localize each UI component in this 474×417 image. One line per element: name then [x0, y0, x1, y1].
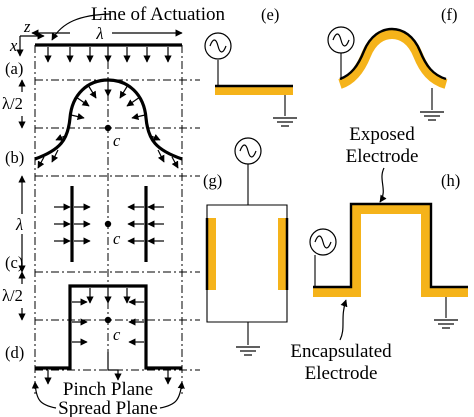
panel-d-label: (d): [5, 343, 24, 362]
ac-source-icon: [204, 32, 232, 60]
spread-plane-arrow-right: [159, 381, 185, 409]
tophat-electrode: [313, 204, 468, 297]
ac-source-icon: [234, 137, 262, 165]
encapsulated-arrow: [339, 299, 348, 341]
ground-icon: [272, 117, 298, 127]
left-electrode-plate: [207, 218, 216, 290]
lambda-c-label: λ: [15, 215, 23, 234]
exposed-arrow: [379, 167, 387, 203]
spread-plane-label: Spread Plane: [58, 398, 158, 417]
lambda-top-label: λ: [95, 24, 103, 43]
left-panel: Line of Actuation z x λ: [2, 4, 225, 417]
panel-a-label: (a): [5, 59, 23, 78]
panel-g: (g): [203, 137, 289, 356]
line-of-actuation-label: Line of Actuation: [91, 4, 226, 25]
ground-icon: [433, 319, 459, 329]
encapsulated-electrode-line1: Encapsulated: [290, 341, 392, 362]
panel-e-label: (e): [261, 5, 279, 24]
exposed-electrode-line1: Exposed: [349, 124, 415, 145]
ac-source-icon: [309, 228, 337, 256]
ac-source-icon: [327, 26, 355, 54]
panel-b-label: (b): [5, 148, 24, 167]
ground-icon: [419, 111, 445, 121]
panel-d-tophat: [35, 284, 182, 370]
encapsulated-electrode-line2: Electrode: [305, 363, 378, 384]
panel-d-arrows: [44, 288, 172, 385]
center-point-d: [104, 316, 112, 324]
ground-icon: [235, 346, 261, 356]
center-label-c: c: [113, 229, 121, 248]
lambda-half-label-1: λ/2: [2, 94, 23, 113]
panel-b-arrows: [37, 81, 179, 169]
exposed-electrode-line2: Electrode: [346, 146, 419, 167]
flat-electrode: [215, 86, 293, 95]
panel-h-label: (h): [441, 171, 460, 190]
panel-c-arrows: [54, 203, 164, 245]
panel-e: (e): [204, 5, 298, 127]
center-point-c: [104, 220, 112, 228]
panel-a-arrows: [44, 47, 172, 63]
center-label-d: c: [113, 325, 121, 344]
x-axis-label: x: [9, 36, 18, 55]
panel-f: (f): [327, 5, 457, 121]
panel-c-label: (c): [5, 253, 23, 272]
lambda-half-label-2: λ/2: [2, 286, 23, 305]
line-of-actuation-arrow: [51, 13, 111, 41]
panel-g-label: (g): [203, 171, 222, 190]
z-axis-label: z: [23, 17, 31, 36]
panel-h: (h) Exposed Electrode Encapsulated Elect…: [290, 124, 468, 384]
center-label-b: c: [113, 131, 121, 150]
panel-b-arch: [34, 78, 183, 161]
center-point-b: [104, 124, 112, 132]
panel-f-label: (f): [441, 5, 457, 24]
arch-electrode: [338, 28, 448, 89]
pinch-plane-arrow: [107, 352, 122, 381]
right-electrode-plate: [278, 218, 287, 290]
spread-plane-arrow-left: [31, 381, 57, 409]
pinch-plane-label: Pinch Plane: [63, 379, 153, 400]
